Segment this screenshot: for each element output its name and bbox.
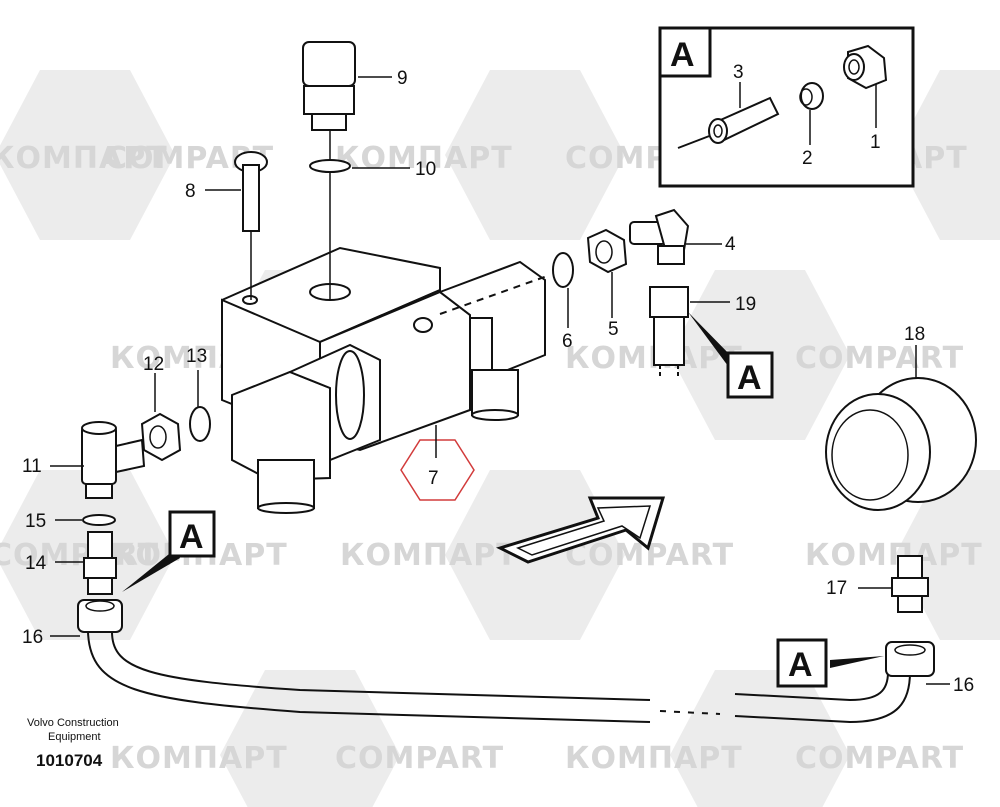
inset-ring [799,82,824,110]
nut-part-12: 12 [140,354,182,462]
drawing-number: 1010704 [36,751,103,770]
callout-a-left: A [122,510,216,592]
callout-a-upper: A [688,312,774,399]
tee-fitting-part-11: 11 [22,421,146,499]
watermark-text: COMPART [0,538,159,573]
watermark-text: КОМПАРТ [340,538,518,573]
part-label-16-right: 16 [953,675,974,696]
watermark-text: COMPART [795,341,964,376]
o-ring-part-6: 6 [552,252,574,352]
direction-arrow [495,496,666,564]
o-ring-part-10: 10 [309,159,436,180]
part-label-10: 10 [415,159,436,180]
part-label-11: 11 [22,456,42,477]
watermark-text: КОМПАРТ [110,741,288,776]
part-7-hex-marker: 7 [400,425,475,501]
part-label-8: 8 [185,181,196,202]
bolt-part-8: 8 [185,151,268,300]
pipe-nut-part-19: 19 [649,286,756,378]
o-ring-part-13: 13 [186,346,211,442]
flow-path-dashed [439,274,551,315]
pressure-switch-part-9: 9 [302,41,408,300]
watermark-text: КОМПАРТ [335,141,513,176]
watermark-text: КОМПАРТ [0,141,168,176]
inset-label-1: 1 [870,132,881,153]
part-label-9: 9 [397,68,408,89]
part-label-6: 6 [562,331,573,352]
callout-letter: A [179,518,204,556]
part-label-18: 18 [904,324,925,345]
part-label-12: 12 [143,354,164,375]
part-label-16-left: 16 [22,627,43,648]
watermark-text: КОМПАРТ [565,741,743,776]
inset-label-3: 3 [733,62,744,83]
inset-label-2: 2 [802,148,813,169]
part-label-7: 7 [428,468,439,489]
inset-letter: A [670,36,695,74]
inset-letter-box [658,26,712,78]
hose-nut-part-16-left: 16 [22,599,123,648]
inset-detail-a: A 3 2 1 [658,26,915,188]
watermark-text: COMPART [335,741,504,776]
nipple-part-17: 17 [826,555,929,613]
callout-letter: A [737,359,762,397]
part-label-5: 5 [608,319,619,340]
accumulator-part-18: 18 [825,324,977,511]
nut-part-5: 5 [586,228,628,340]
watermark-text: КОМПАРТ [805,538,983,573]
drawing-footer: Volvo Construction Equipment 1010704 [27,717,119,770]
part-label-17: 17 [826,578,847,599]
valve-block [221,246,551,514]
watermark-text: COMPART [795,741,964,776]
inset-nut [843,44,888,90]
nipple-part-14: 14 [25,531,117,595]
ring-part-15: 15 [25,511,116,532]
part-label-14: 14 [25,553,47,574]
elbow-fitting-part-4: 4 [629,208,736,265]
company-name-line2: Equipment [48,731,101,743]
part-label-4: 4 [725,234,736,255]
company-name-line1: Volvo Construction [27,717,119,729]
part-label-19: 19 [735,294,756,315]
hose-nut-part-16-right: 16 [885,641,974,696]
part-label-13: 13 [186,346,207,367]
hose [87,631,911,724]
callout-letter: A [788,646,813,684]
inset-sleeve [708,96,780,144]
part-label-15: 15 [25,511,46,532]
callout-a-right: A [776,638,884,688]
